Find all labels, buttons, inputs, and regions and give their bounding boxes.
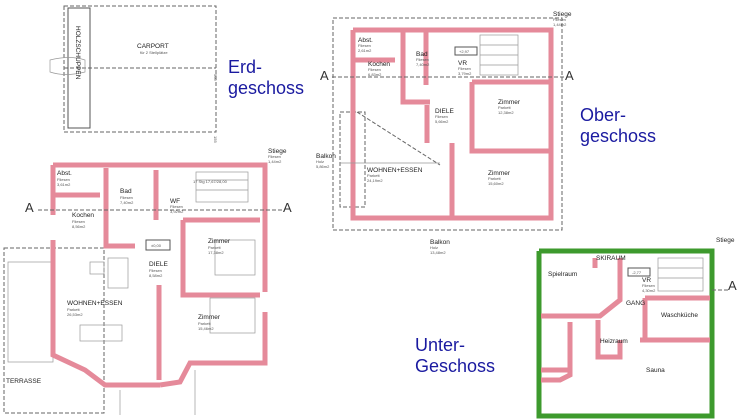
room-name: Stiege: [716, 237, 735, 244]
room-name: Abst.: [358, 37, 373, 44]
untergeschoss-plan: -2,77 Spielraum SKIRAUM VR Fliesen 4,30m…: [536, 237, 737, 419]
room-area: 4,30m2: [642, 288, 656, 293]
room-area: 8,58m2: [149, 273, 163, 278]
room-floor: Fliesen: [458, 66, 471, 71]
holzschuppen-label: HOLZSCHUPPEN: [74, 26, 81, 80]
room-area: 7,40m2: [120, 200, 134, 205]
room-floor: Fliesen: [416, 57, 429, 62]
room-name: Bad: [416, 51, 428, 58]
room-area: 5,66m2: [435, 119, 449, 124]
room-area: 12,38m2: [498, 110, 514, 115]
room-name: VR: [642, 277, 651, 284]
room-floor: Fliesen: [57, 177, 70, 182]
room-floor: Parkett: [498, 105, 512, 110]
room-floor: Fliesen: [642, 283, 655, 288]
title-untergeschoss: Unter- Geschoss: [415, 335, 495, 377]
level-marker: ±0,00: [151, 243, 162, 248]
terrasse-label: TERRASSE: [6, 378, 42, 385]
room-floor: Parkett: [198, 321, 212, 326]
room-area: 24,19m2: [367, 178, 383, 183]
section-marker: A: [565, 68, 574, 83]
dim-label: 155: [213, 136, 218, 143]
room-name: SKIRAUM: [596, 255, 626, 262]
room-floor: Fliesen: [149, 268, 162, 273]
room-area: 26,53m2: [67, 312, 83, 317]
room-name: Balkon: [430, 239, 450, 246]
carport-label: CARPORT: [137, 43, 169, 50]
room-floor: Fliesen: [368, 67, 381, 72]
room-area: 8,56m2: [72, 224, 86, 229]
room-name: WOHNEN+ESSEN: [67, 300, 123, 307]
room-name: Zimmer: [208, 238, 231, 245]
title-line: Erd-: [228, 57, 263, 77]
dim-label: 560: [213, 74, 218, 81]
room-area: 7,40m2: [416, 62, 430, 67]
obergeschoss-plan: +2,97 Abst. Fliesen 2,61m2 Bad Fliesen 7…: [316, 11, 574, 255]
room-floor: Parkett: [67, 307, 81, 312]
section-marker: A: [728, 278, 737, 293]
title-erdgeschoss: Erd- geschoss: [228, 57, 304, 99]
room-area: 1,44m2: [553, 22, 567, 27]
section-marker: A: [283, 200, 292, 215]
room-name: VR: [458, 60, 467, 67]
room-area: 15,60m2: [488, 181, 504, 186]
carport-outline: [63, 5, 217, 133]
title-line: geschoss: [228, 78, 305, 98]
room-name: Zimmer: [488, 170, 511, 177]
room-floor: Parkett: [208, 245, 222, 250]
room-name: Stiege: [553, 11, 572, 18]
room-floor: Fliesen: [120, 195, 133, 200]
stairs-label: 17 Stg 17,67/28,00: [193, 179, 228, 184]
carport-sub: für 2 Stellplätze: [140, 50, 168, 55]
room-floor: Holz: [430, 245, 438, 250]
room-name: Kochen: [72, 212, 94, 219]
room-name: Sauna: [646, 367, 665, 374]
room-area: 3,92m2: [170, 209, 184, 214]
room-name: DIELE: [435, 108, 454, 115]
room-floor: Parkett: [367, 173, 381, 178]
title-obergeschoss: Ober- geschoss: [580, 105, 656, 147]
room-name: Bad: [120, 188, 132, 195]
room-name: Stiege: [268, 148, 287, 155]
room-area: 2,61m2: [358, 48, 372, 53]
section-marker: A: [320, 68, 329, 83]
room-area: 1,44m2: [268, 159, 282, 164]
room-floor: Fliesen: [72, 219, 85, 224]
room-name: WF: [170, 198, 180, 205]
level-marker: -2,77: [632, 270, 642, 275]
room-name: Waschküche: [661, 312, 698, 319]
room-floor: Fliesen: [553, 17, 566, 22]
room-floor: Fliesen: [170, 204, 183, 209]
room-area: 3,61m2: [57, 182, 71, 187]
room-name: Abst.: [57, 170, 72, 177]
room-area: 6,83m2: [368, 72, 382, 77]
room-name: GANG: [626, 300, 645, 307]
room-name: Balkon: [316, 153, 336, 160]
room-area: 5,86m2: [316, 164, 330, 169]
room-floor: Fliesen: [358, 43, 371, 48]
title-line: Unter-: [415, 335, 466, 355]
room-name: Heizraum: [600, 338, 628, 345]
erdgeschoss-plan: CARPORT für 2 Stellplätze HOLZSCHUPPEN 5…: [3, 5, 292, 415]
room-area: 15,46m2: [198, 326, 214, 331]
room-name: Zimmer: [498, 99, 521, 106]
room-name: Kochen: [368, 61, 390, 68]
room-area: 17,38m2: [208, 250, 224, 255]
room-floor: Fliesen: [268, 154, 281, 159]
room-name: DIELE: [149, 261, 168, 268]
room-floor: Parkett: [488, 176, 502, 181]
room-area: 13,48m2: [430, 250, 446, 255]
title-line: Ober-: [580, 105, 627, 125]
room-floor: Fliesen: [435, 114, 448, 119]
room-floor: Holz: [316, 159, 324, 164]
room-name: WOHNEN+ESSEN: [367, 167, 423, 174]
room-name: Spielraum: [548, 271, 577, 278]
room-area: 3,79m2: [458, 71, 472, 76]
section-marker: A: [25, 200, 34, 215]
room-name: Zimmer: [198, 314, 221, 321]
title-line: Geschoss: [415, 356, 496, 376]
level-marker: +2,97: [459, 49, 470, 54]
title-line: geschoss: [580, 126, 657, 146]
